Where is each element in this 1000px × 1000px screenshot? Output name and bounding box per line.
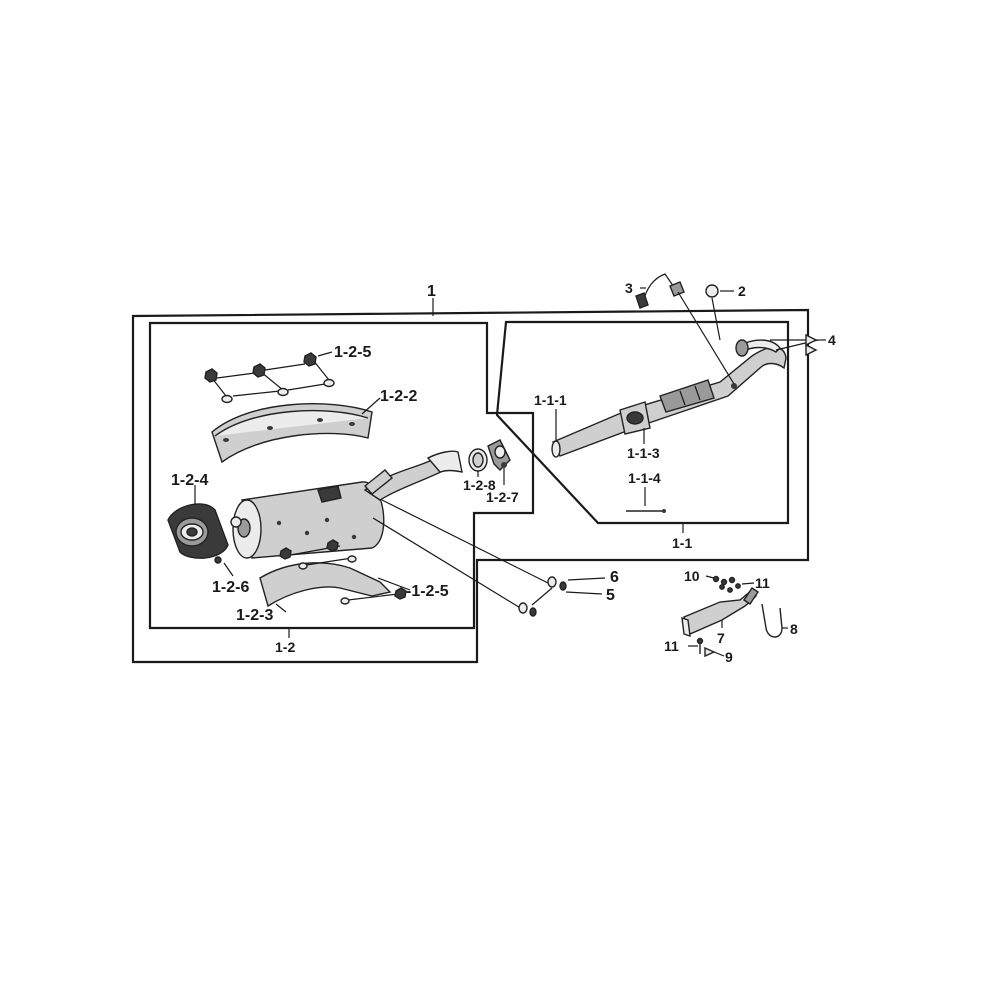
lower-shield xyxy=(259,539,407,608)
label-nut-11-bottom: 11 xyxy=(664,638,679,654)
end-cap xyxy=(167,503,229,564)
washer-6 xyxy=(518,576,567,617)
hex-nut-icon xyxy=(394,587,407,600)
stud-icon xyxy=(805,343,818,357)
washer-icon xyxy=(340,597,350,605)
bolt-9-11 xyxy=(696,637,716,658)
label-heat-shield: 1-2-2 xyxy=(380,388,417,405)
label-nuts-top: 1-2-5 xyxy=(334,344,371,361)
top-nuts-group xyxy=(204,352,335,404)
washer-icon xyxy=(277,387,289,397)
clamp xyxy=(487,439,511,471)
heat-shield xyxy=(211,403,373,464)
label-u-bolt: 8 xyxy=(790,621,798,637)
u-bolt xyxy=(761,603,783,638)
label-bracket: 7 xyxy=(717,630,725,646)
label-bolt-5: 5 xyxy=(606,587,615,604)
label-sub-muffler: 1-2 xyxy=(275,639,295,655)
washer-icon xyxy=(298,562,308,570)
sensor xyxy=(635,273,685,309)
o-ring-icon xyxy=(705,284,719,298)
label-gasket-ring: 1-2-8 xyxy=(463,477,496,493)
hex-nut-icon xyxy=(252,363,266,378)
hex-nut-icon xyxy=(326,539,339,552)
label-assembly: 1 xyxy=(427,283,436,300)
hex-nut-icon xyxy=(204,368,218,383)
label-end-cap: 1-2-4 xyxy=(171,472,208,489)
hex-nut-icon xyxy=(279,547,292,560)
label-washer-10: 10 xyxy=(684,568,700,584)
pipe-subassembly-frame xyxy=(495,320,790,525)
label-washer-6: 6 xyxy=(610,569,619,586)
muffler-subassembly-frame xyxy=(148,321,535,630)
nuts-10-11 xyxy=(712,575,741,593)
gasket-ring xyxy=(468,448,488,472)
washer-icon xyxy=(347,555,357,563)
washer-icon xyxy=(323,378,335,388)
exhaust-pipe xyxy=(551,339,787,513)
label-sensor: 3 xyxy=(625,280,633,296)
label-sub-pipe: 1-1 xyxy=(672,535,692,551)
label-o-ring: 2 xyxy=(738,283,746,299)
label-clamp: 1-2-7 xyxy=(486,489,519,505)
label-end-cap-bolt: 1-2-6 xyxy=(212,579,249,596)
label-nuts-bottom: -1-2-5 xyxy=(406,583,449,600)
hex-nut-icon xyxy=(303,352,317,367)
label-pipe-1-1-3: 1-1-3 xyxy=(627,445,660,461)
washer-icon xyxy=(221,394,233,404)
muffler-body xyxy=(230,450,463,559)
label-lower-shield: 1-2-3 xyxy=(236,607,273,624)
label-pipe-studs: 4 xyxy=(828,332,836,348)
label-pipe-1-1-4: 1-1-4 xyxy=(628,470,661,486)
label-washer-9: 9 xyxy=(725,649,733,665)
label-nut-11-top: 11 xyxy=(755,575,770,591)
stud-icon xyxy=(805,333,818,347)
label-pipe-1-1-1: 1-1-1 xyxy=(534,392,567,408)
assembly-outline xyxy=(131,308,810,664)
bracket xyxy=(681,587,759,638)
